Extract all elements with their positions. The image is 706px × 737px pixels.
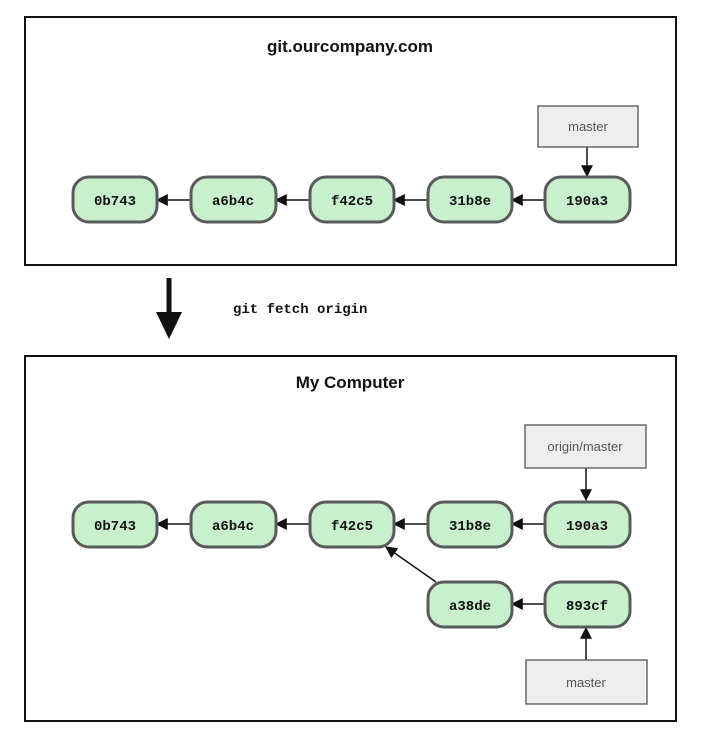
branch-ref-master: master — [525, 659, 648, 705]
commit-node: 0b743 — [71, 500, 159, 549]
commit-hash: a6b4c — [212, 519, 254, 535]
commit-hash: 190a3 — [566, 194, 608, 210]
branch-ref-origin-master: origin/master — [524, 424, 647, 469]
fetch-command-label: git fetch origin — [233, 302, 367, 318]
branch-ref-master: master — [537, 105, 639, 148]
commit-node: 31b8e — [426, 175, 514, 224]
commit-node: f42c5 — [308, 500, 396, 549]
commit-node: 190a3 — [543, 500, 632, 549]
commit-node: 0b743 — [71, 175, 159, 224]
fetch-arrow — [156, 278, 182, 339]
remote-panel-title: git.ourcompany.com — [267, 37, 433, 56]
commit-node: a6b4c — [189, 500, 278, 549]
branch-ref-label: master — [566, 675, 606, 690]
commit-node: f42c5 — [308, 175, 396, 224]
commit-hash: f42c5 — [331, 519, 373, 535]
commit-hash: 0b743 — [94, 194, 136, 210]
commit-hash: 0b743 — [94, 519, 136, 535]
edge-a38de-to-f42c5 — [385, 546, 437, 583]
commit-hash: a6b4c — [212, 194, 254, 210]
commit-hash: a38de — [449, 599, 491, 615]
commit-node: a38de — [426, 580, 514, 629]
local-repository-panel: My Computer 0b743 a6b4c f42c5 31b8e 19 — [24, 355, 677, 722]
commit-node: 31b8e — [426, 500, 514, 549]
local-panel-title: My Computer — [296, 373, 405, 392]
commit-hash: 31b8e — [449, 194, 491, 210]
commit-node: a6b4c — [189, 175, 278, 224]
branch-ref-label: origin/master — [547, 439, 623, 454]
commit-node: 190a3 — [543, 175, 632, 224]
commit-hash: 190a3 — [566, 519, 608, 535]
commit-hash: f42c5 — [331, 194, 373, 210]
commit-node: 893cf — [543, 580, 632, 629]
commit-hash: 31b8e — [449, 519, 491, 535]
commit-hash: 893cf — [566, 599, 608, 615]
branch-ref-label: master — [568, 119, 608, 134]
remote-repository-panel: git.ourcompany.com 0b743 a6b4c f42c5 31b… — [24, 16, 677, 266]
